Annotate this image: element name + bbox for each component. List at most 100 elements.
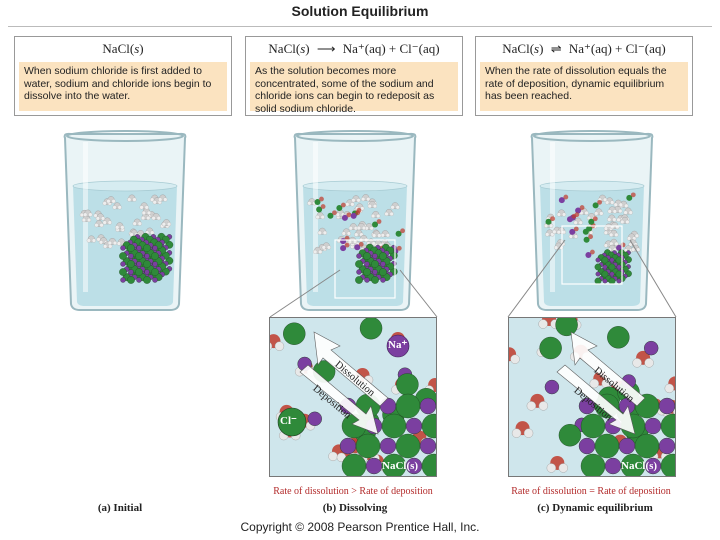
- highlighted-sodium-ion: [386, 334, 410, 358]
- sodium-ion: [341, 214, 348, 221]
- chloride-ion: [372, 221, 379, 228]
- chloride-ion: [359, 318, 383, 340]
- caption-dissolving: (b) Dissolving: [322, 502, 388, 514]
- beaker-rim: [533, 130, 651, 142]
- water-molecule: [141, 207, 152, 215]
- beaker-dissolving: [293, 130, 417, 311]
- caption-equilibrium: (c) Dynamic equilibrium: [537, 502, 653, 514]
- beaker-rim: [296, 130, 414, 142]
- solid-nacl-label: NaCl(s): [621, 460, 658, 472]
- description-initial: When sodium chloride is first added to w…: [19, 62, 227, 111]
- sodium-ion-label: Na⁺: [388, 339, 408, 351]
- water-molecule: [317, 227, 327, 235]
- water-molecule: [102, 217, 112, 225]
- chloride-ion: [583, 236, 590, 243]
- water-molecule: [112, 202, 122, 210]
- forward-arrow: ⟶: [316, 41, 336, 56]
- water-molecule: [321, 242, 331, 250]
- beaker-equilibrium: [530, 130, 654, 311]
- deposition-arrow: [556, 364, 636, 435]
- water-molecule: [609, 229, 619, 237]
- equation-equilibrium: NaCl(s) ⇌ Na⁺(aq) + Cl⁻(aq): [476, 37, 692, 61]
- hydrated-water: [550, 216, 555, 222]
- zoom-view-dissolving: Na⁺ Cl⁻ Dissolution Deposition NaCl(s): [269, 317, 437, 477]
- water-molecule: [115, 222, 125, 230]
- sodium-ion: [585, 252, 592, 259]
- chloride-ion: [607, 326, 630, 349]
- water-molecule: [361, 194, 371, 202]
- water-molecule: [94, 220, 104, 228]
- hydrated-water: [563, 194, 569, 200]
- chloride-ion: [283, 322, 306, 345]
- deposition-arrow: [299, 364, 379, 435]
- water-molecule: [158, 194, 168, 202]
- panel-dissolving: NaCl(s) ⟶ Na⁺(aq) + Cl⁻(aq) As the solut…: [245, 36, 463, 116]
- water-molecule: [367, 201, 377, 209]
- water-molecule: [348, 223, 358, 231]
- water-molecule: [345, 199, 355, 207]
- eq-close: ): [305, 41, 310, 56]
- chloride-ion: [586, 225, 593, 232]
- water-molecule: [307, 198, 317, 206]
- hydrated-water: [579, 205, 585, 210]
- water-molecule: [607, 214, 617, 222]
- water-surface: [302, 180, 408, 192]
- caption-initial: (a) Initial: [97, 502, 143, 514]
- hydrated-water: [376, 219, 382, 224]
- water-molecule: [161, 219, 172, 227]
- zoom-view-equilibrium: Dissolution Deposition NaCl(s): [508, 317, 676, 477]
- chloride-ion: [336, 205, 343, 212]
- eq-reactant: NaCl(: [102, 41, 135, 56]
- water-molecule: [511, 421, 534, 438]
- water-molecule: [613, 199, 623, 207]
- water-molecule: [609, 238, 619, 246]
- dissolution-arrow: [313, 331, 389, 407]
- water-molecule: [573, 217, 583, 225]
- eq-state: s: [300, 41, 306, 56]
- chloride-ion: [395, 230, 402, 237]
- eq-close: ): [139, 41, 144, 56]
- hydrated-water: [597, 199, 602, 205]
- equation-initial: NaCl(s): [15, 37, 231, 61]
- chloride-ion: [545, 218, 552, 225]
- title-divider: [8, 26, 712, 27]
- water-molecule: [607, 206, 617, 214]
- hydrated-water: [588, 234, 593, 240]
- beaker-initial: [63, 130, 187, 311]
- panel-equilibrium: NaCl(s) ⇌ Na⁺(aq) + Cl⁻(aq) When the rat…: [475, 36, 693, 116]
- water-molecule: [623, 207, 633, 215]
- sodium-ion: [575, 207, 582, 214]
- chloride-ion-label: Cl⁻: [280, 415, 297, 427]
- hydrated-water: [571, 213, 577, 219]
- water-molecule: [86, 235, 96, 243]
- hydrated-water: [319, 196, 324, 202]
- water-molecule: [313, 246, 323, 254]
- sodium-ion: [643, 340, 659, 356]
- eq-products: Na⁺(aq) + Cl⁻(aq): [342, 41, 440, 56]
- water-molecule: [384, 208, 394, 217]
- water-surface: [539, 180, 645, 192]
- water-molecule: [526, 393, 549, 411]
- water-molecule: [371, 211, 381, 219]
- hydrated-water: [590, 249, 595, 255]
- chloride-ion: [588, 218, 595, 225]
- hydrated-water: [592, 216, 598, 222]
- dissolution-arrow: [570, 331, 646, 407]
- description-equilibrium: When the rate of dissolution equals the …: [480, 62, 688, 111]
- water-molecule: [341, 228, 351, 236]
- sodium-ion: [569, 228, 576, 235]
- nacl-crystal: [119, 232, 174, 284]
- rate-comparison-equilibrium: Rate of dissolution = Rate of deposition: [511, 486, 671, 497]
- water-molecule: [83, 209, 93, 217]
- solid-nacl-label: NaCl(s): [382, 460, 419, 472]
- water-molecule: [141, 213, 151, 221]
- equation-dissolving: NaCl(s) ⟶ Na⁺(aq) + Cl⁻(aq): [246, 37, 462, 61]
- chloride-ion: [316, 206, 323, 213]
- molecular-view-dissolving: [270, 318, 436, 476]
- nacl-crystal: [594, 249, 632, 285]
- eq-reactant: NaCl(: [268, 41, 301, 56]
- water-molecule: [132, 218, 142, 226]
- water-molecule: [390, 202, 400, 210]
- hydrated-water: [573, 226, 579, 232]
- water-molecule: [620, 216, 630, 224]
